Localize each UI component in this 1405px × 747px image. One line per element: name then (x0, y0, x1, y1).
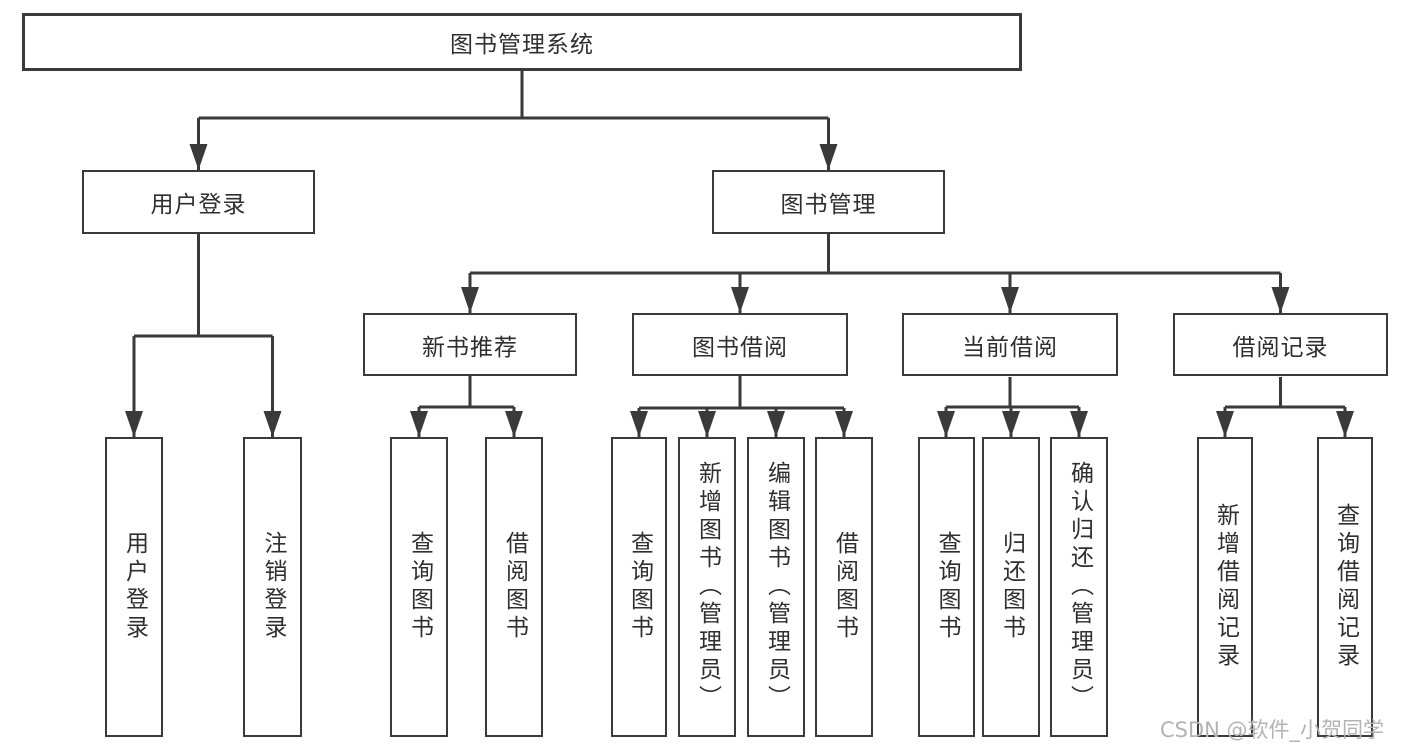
leaf-add-book-admin: 新增图书（管理员） (678, 437, 736, 737)
leaf-add-book-admin-label: 新增图书（管理员） (694, 461, 721, 713)
node-book-borrowing: 图书借阅 (632, 313, 848, 376)
leaf-borrow-books-1-label: 借阅图书 (501, 531, 528, 643)
node-book-borrowing-label: 图书借阅 (692, 334, 788, 361)
leaf-edit-book-admin-label: 编辑图书（管理员） (763, 461, 790, 713)
node-user-login-module: 用户登录 (82, 170, 315, 234)
leaf-logout: 注销登录 (243, 437, 302, 737)
leaf-query-books-3: 查询图书 (918, 437, 975, 737)
leaf-return-book: 归还图书 (982, 437, 1040, 737)
leaf-query-books-1-label: 查询图书 (406, 531, 433, 643)
node-borrowing-records: 借阅记录 (1173, 313, 1388, 376)
leaf-confirm-return-admin-label: 确认归还（管理员） (1066, 461, 1093, 713)
leaf-query-books-2-label: 查询图书 (626, 531, 653, 643)
node-user-login-module-label: 用户登录 (150, 192, 247, 218)
node-book-management: 图书管理 (712, 170, 945, 234)
leaf-query-books-3-label: 查询图书 (934, 531, 960, 643)
leaf-user-login: 用户登录 (105, 437, 163, 737)
node-root-label: 图书管理系统 (450, 32, 594, 58)
leaf-query-books-1: 查询图书 (390, 437, 448, 737)
node-root: 图书管理系统 (22, 13, 1022, 71)
leaf-add-borrow-record-label: 新增借阅记录 (1212, 503, 1239, 671)
leaf-confirm-return-admin: 确认归还（管理员） (1050, 437, 1108, 737)
leaf-query-borrow-record: 查询借阅记录 (1317, 437, 1373, 737)
leaf-user-login-label: 用户登录 (121, 531, 148, 643)
node-borrowing-records-label: 借阅记录 (1232, 334, 1329, 361)
leaf-query-borrow-record-label: 查询借阅记录 (1332, 503, 1359, 671)
leaf-edit-book-admin: 编辑图书（管理员） (747, 437, 805, 737)
csdn-watermark: CSDN @软件_小贺同学 (1160, 718, 1385, 742)
leaf-add-borrow-record: 新增借阅记录 (1197, 437, 1253, 737)
node-new-book-recommend-label: 新书推荐 (422, 334, 518, 361)
leaf-return-book-label: 归还图书 (998, 531, 1025, 643)
leaf-borrow-books-1: 借阅图书 (485, 437, 543, 737)
node-current-borrowing-label: 当前借阅 (962, 334, 1058, 361)
node-current-borrowing: 当前借阅 (902, 313, 1118, 376)
leaf-borrow-books-2-label: 借阅图书 (831, 531, 858, 643)
node-new-book-recommend: 新书推荐 (363, 313, 577, 376)
leaf-logout-label: 注销登录 (260, 531, 286, 643)
leaf-query-books-2: 查询图书 (611, 437, 667, 737)
node-book-management-label: 图书管理 (780, 192, 877, 218)
leaf-borrow-books-2: 借阅图书 (815, 437, 873, 737)
